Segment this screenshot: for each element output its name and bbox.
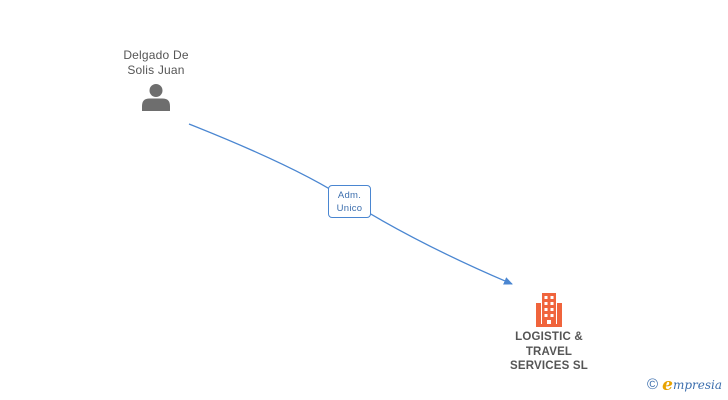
brand-logo: © e mpresia — [647, 376, 722, 394]
company-name-line1: LOGISTIC & — [515, 331, 583, 343]
brand-logo-text: mpresia — [672, 378, 722, 392]
person-name: Delgado De Solis Juan — [106, 48, 206, 78]
building-icon — [536, 293, 562, 327]
copyright-icon: © — [647, 376, 659, 393]
brand-logo-initial: e — [662, 375, 673, 395]
relation-label-line1: Adm. — [337, 190, 362, 201]
person-icon — [142, 84, 170, 111]
company-node[interactable]: LOGISTIC & TRAVEL SERVICES SL — [489, 292, 609, 374]
company-name-line2: TRAVEL — [525, 345, 573, 358]
person-node[interactable]: Delgado De Solis Juan — [106, 48, 206, 112]
company-name-line3: SERVICES SL — [509, 360, 589, 372]
person-name-line2: Solis Juan — [127, 63, 185, 77]
relation-label-line2: Unico — [336, 203, 363, 214]
relation-label[interactable]: Adm. Unico — [328, 185, 371, 218]
company-name: LOGISTIC & TRAVEL SERVICES SL — [489, 330, 609, 374]
person-name-line1: Delgado De — [123, 48, 189, 62]
